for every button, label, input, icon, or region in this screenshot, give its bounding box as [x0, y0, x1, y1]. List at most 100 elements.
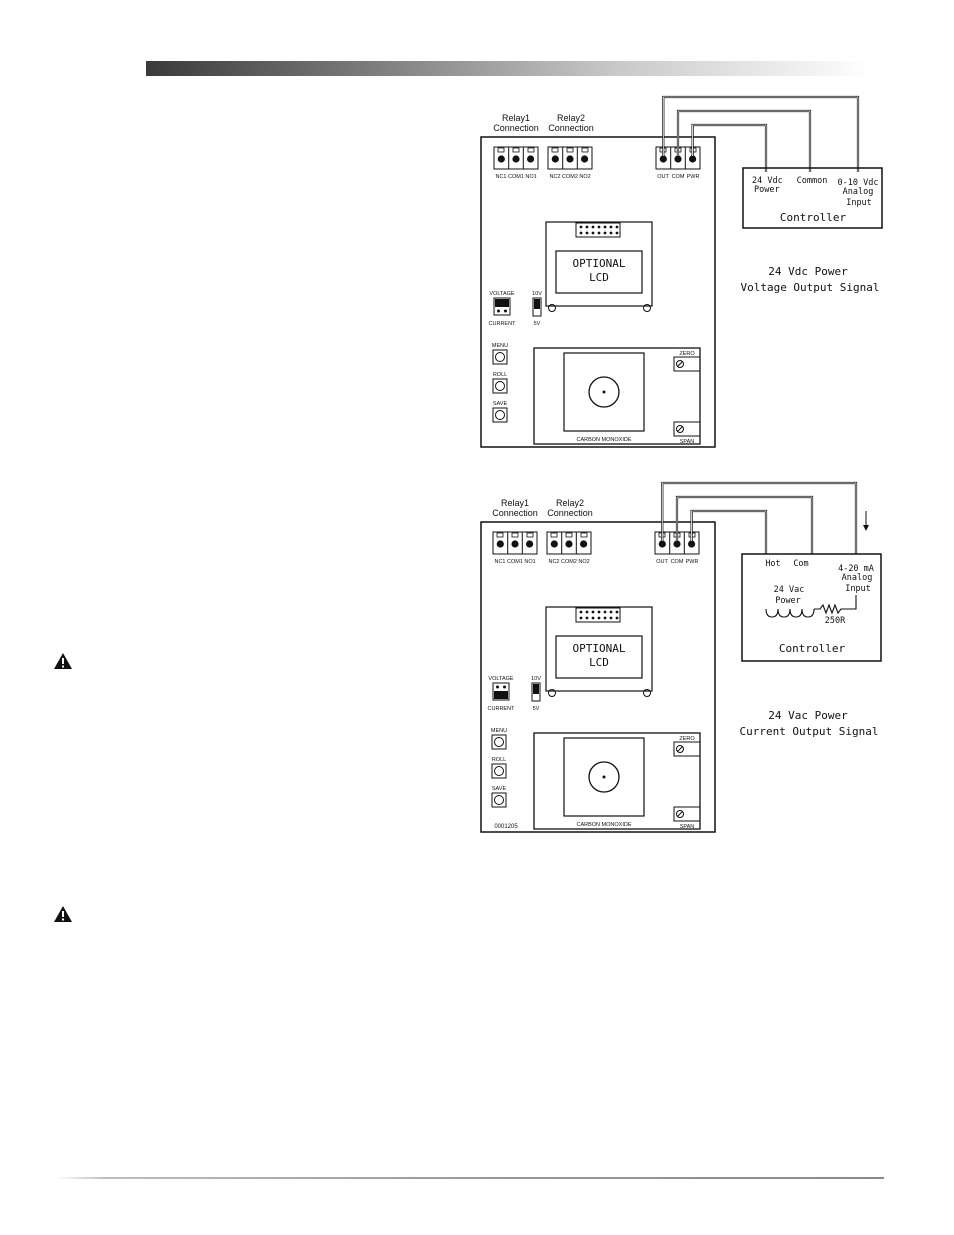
output-jumper: [493, 297, 511, 316]
controller-input-label: Input: [846, 198, 872, 208]
controller-input-label: Input: [845, 584, 871, 594]
resistor-label: 250R: [825, 616, 846, 626]
wiring-diagram-voltage: Relay1 Connection Relay2 Connection NC1 …: [478, 90, 886, 452]
warning-icon: [54, 906, 72, 922]
relay2-terminal-block: [546, 531, 592, 555]
controller-box: [741, 553, 882, 662]
current-direction-arrow: [863, 511, 869, 531]
relay1-subtitle: Connection: [492, 508, 538, 518]
range-jumper: [532, 297, 542, 317]
terminal-label: COM1: [508, 174, 524, 180]
wiring: [661, 481, 858, 554]
footer-rule: [56, 1177, 884, 1179]
controller-power-label: 24 Vac: [774, 585, 805, 595]
save-label: SAVE: [492, 786, 507, 792]
transformer-coil: [765, 608, 815, 618]
controller-box: [742, 167, 883, 229]
lcd-label: LCD: [589, 656, 609, 669]
range-10v-label: 10V: [532, 291, 542, 297]
relay2-subtitle: Connection: [547, 508, 593, 518]
controller-common-label: Common: [797, 176, 828, 186]
menu-button: [491, 734, 507, 750]
resistor: [814, 595, 857, 615]
terminal-label-com: COM: [672, 174, 685, 180]
controller-input-label: Analog: [842, 573, 873, 583]
terminal-label-out: OUT: [657, 174, 669, 180]
wiring-diagram-current: Relay1 Connection Relay2 Connection NC1 …: [478, 475, 886, 837]
terminal-label: NO1: [524, 559, 535, 565]
terminal-label: NO2: [579, 174, 590, 180]
range-10v-label: 10V: [531, 676, 541, 682]
terminal-label: NO1: [525, 174, 536, 180]
range-jumper: [531, 682, 541, 702]
range-5v-label: 5V: [534, 321, 541, 327]
lcd-module: [545, 606, 653, 697]
diagram-caption-line1: 24 Vac Power: [768, 709, 848, 722]
jumper-voltage-label: VOLTAGE: [489, 291, 514, 297]
lcd-label: OPTIONAL: [573, 642, 626, 655]
terminal-label: NC1: [495, 174, 506, 180]
warning-icon: [54, 653, 72, 669]
controller-input-label: 0-10 Vdc: [838, 178, 879, 188]
diagram-caption-line1: 24 Vdc Power: [768, 265, 848, 278]
save-label: SAVE: [493, 401, 508, 407]
output-jumper: [492, 682, 510, 701]
terminal-label: NC1: [494, 559, 505, 565]
terminal-label: NC2: [549, 174, 560, 180]
relay1-title: Relay1: [502, 113, 530, 123]
sensor-label: CARBON MONOXIDE: [576, 437, 631, 443]
header-bar: [146, 61, 872, 76]
lcd-module: [545, 221, 653, 312]
span-label: SPAN: [680, 824, 695, 830]
controller-power-label: Power: [775, 596, 801, 606]
board-code: 0001205: [494, 824, 518, 830]
terminal-label-pwr: PWR: [686, 559, 699, 565]
board-outline: [480, 136, 716, 448]
sensor-module: [533, 347, 701, 445]
controller-power-label: Power: [754, 185, 780, 195]
wiring: [662, 95, 860, 172]
controller-input-label: Analog: [843, 187, 874, 197]
relay1-terminal-block: [492, 531, 538, 555]
sensor-label: CARBON MONOXIDE: [576, 822, 631, 828]
relay2-terminal-block: [547, 146, 593, 170]
zero-label: ZERO: [679, 351, 695, 357]
relay1-terminal-block: [493, 146, 539, 170]
jumper-current-label: CURRENT: [489, 321, 517, 327]
relay2-title: Relay2: [556, 498, 584, 508]
terminal-label: COM2: [561, 559, 577, 565]
relay2-title: Relay2: [557, 113, 585, 123]
menu-button: [492, 349, 508, 365]
controller-hot-label: Hot: [765, 559, 780, 569]
terminal-label-out: OUT: [656, 559, 668, 565]
menu-label: MENU: [492, 343, 508, 349]
terminal-label: NO2: [578, 559, 589, 565]
jumper-current-label: CURRENT: [488, 706, 516, 712]
relay1-subtitle: Connection: [493, 123, 539, 133]
lcd-label: LCD: [589, 271, 609, 284]
roll-label: ROLL: [492, 757, 506, 763]
roll-label: ROLL: [493, 372, 507, 378]
terminal-label-pwr: PWR: [687, 174, 700, 180]
controller-com-label: Com: [793, 559, 808, 569]
board-outline: [480, 521, 716, 833]
terminal-label: NC2: [548, 559, 559, 565]
lcd-label: OPTIONAL: [573, 257, 626, 270]
diagram-caption-line2: Voltage Output Signal: [740, 281, 879, 294]
controller-input-label: 4-20 mA: [838, 564, 874, 574]
roll-button: [492, 378, 508, 394]
controller-power-label: 24 Vdc: [752, 176, 783, 186]
relay1-title: Relay1: [501, 498, 529, 508]
span-label: SPAN: [680, 439, 695, 445]
save-button: [491, 792, 507, 808]
save-button: [492, 407, 508, 423]
controller-title: Controller: [780, 211, 847, 224]
relay2-subtitle: Connection: [548, 123, 594, 133]
range-5v-label: 5V: [533, 706, 540, 712]
terminal-label: COM1: [507, 559, 523, 565]
roll-button: [491, 763, 507, 779]
jumper-voltage-label: VOLTAGE: [488, 676, 513, 682]
terminal-label-com: COM: [671, 559, 684, 565]
menu-label: MENU: [491, 728, 507, 734]
controller-title: Controller: [779, 642, 846, 655]
